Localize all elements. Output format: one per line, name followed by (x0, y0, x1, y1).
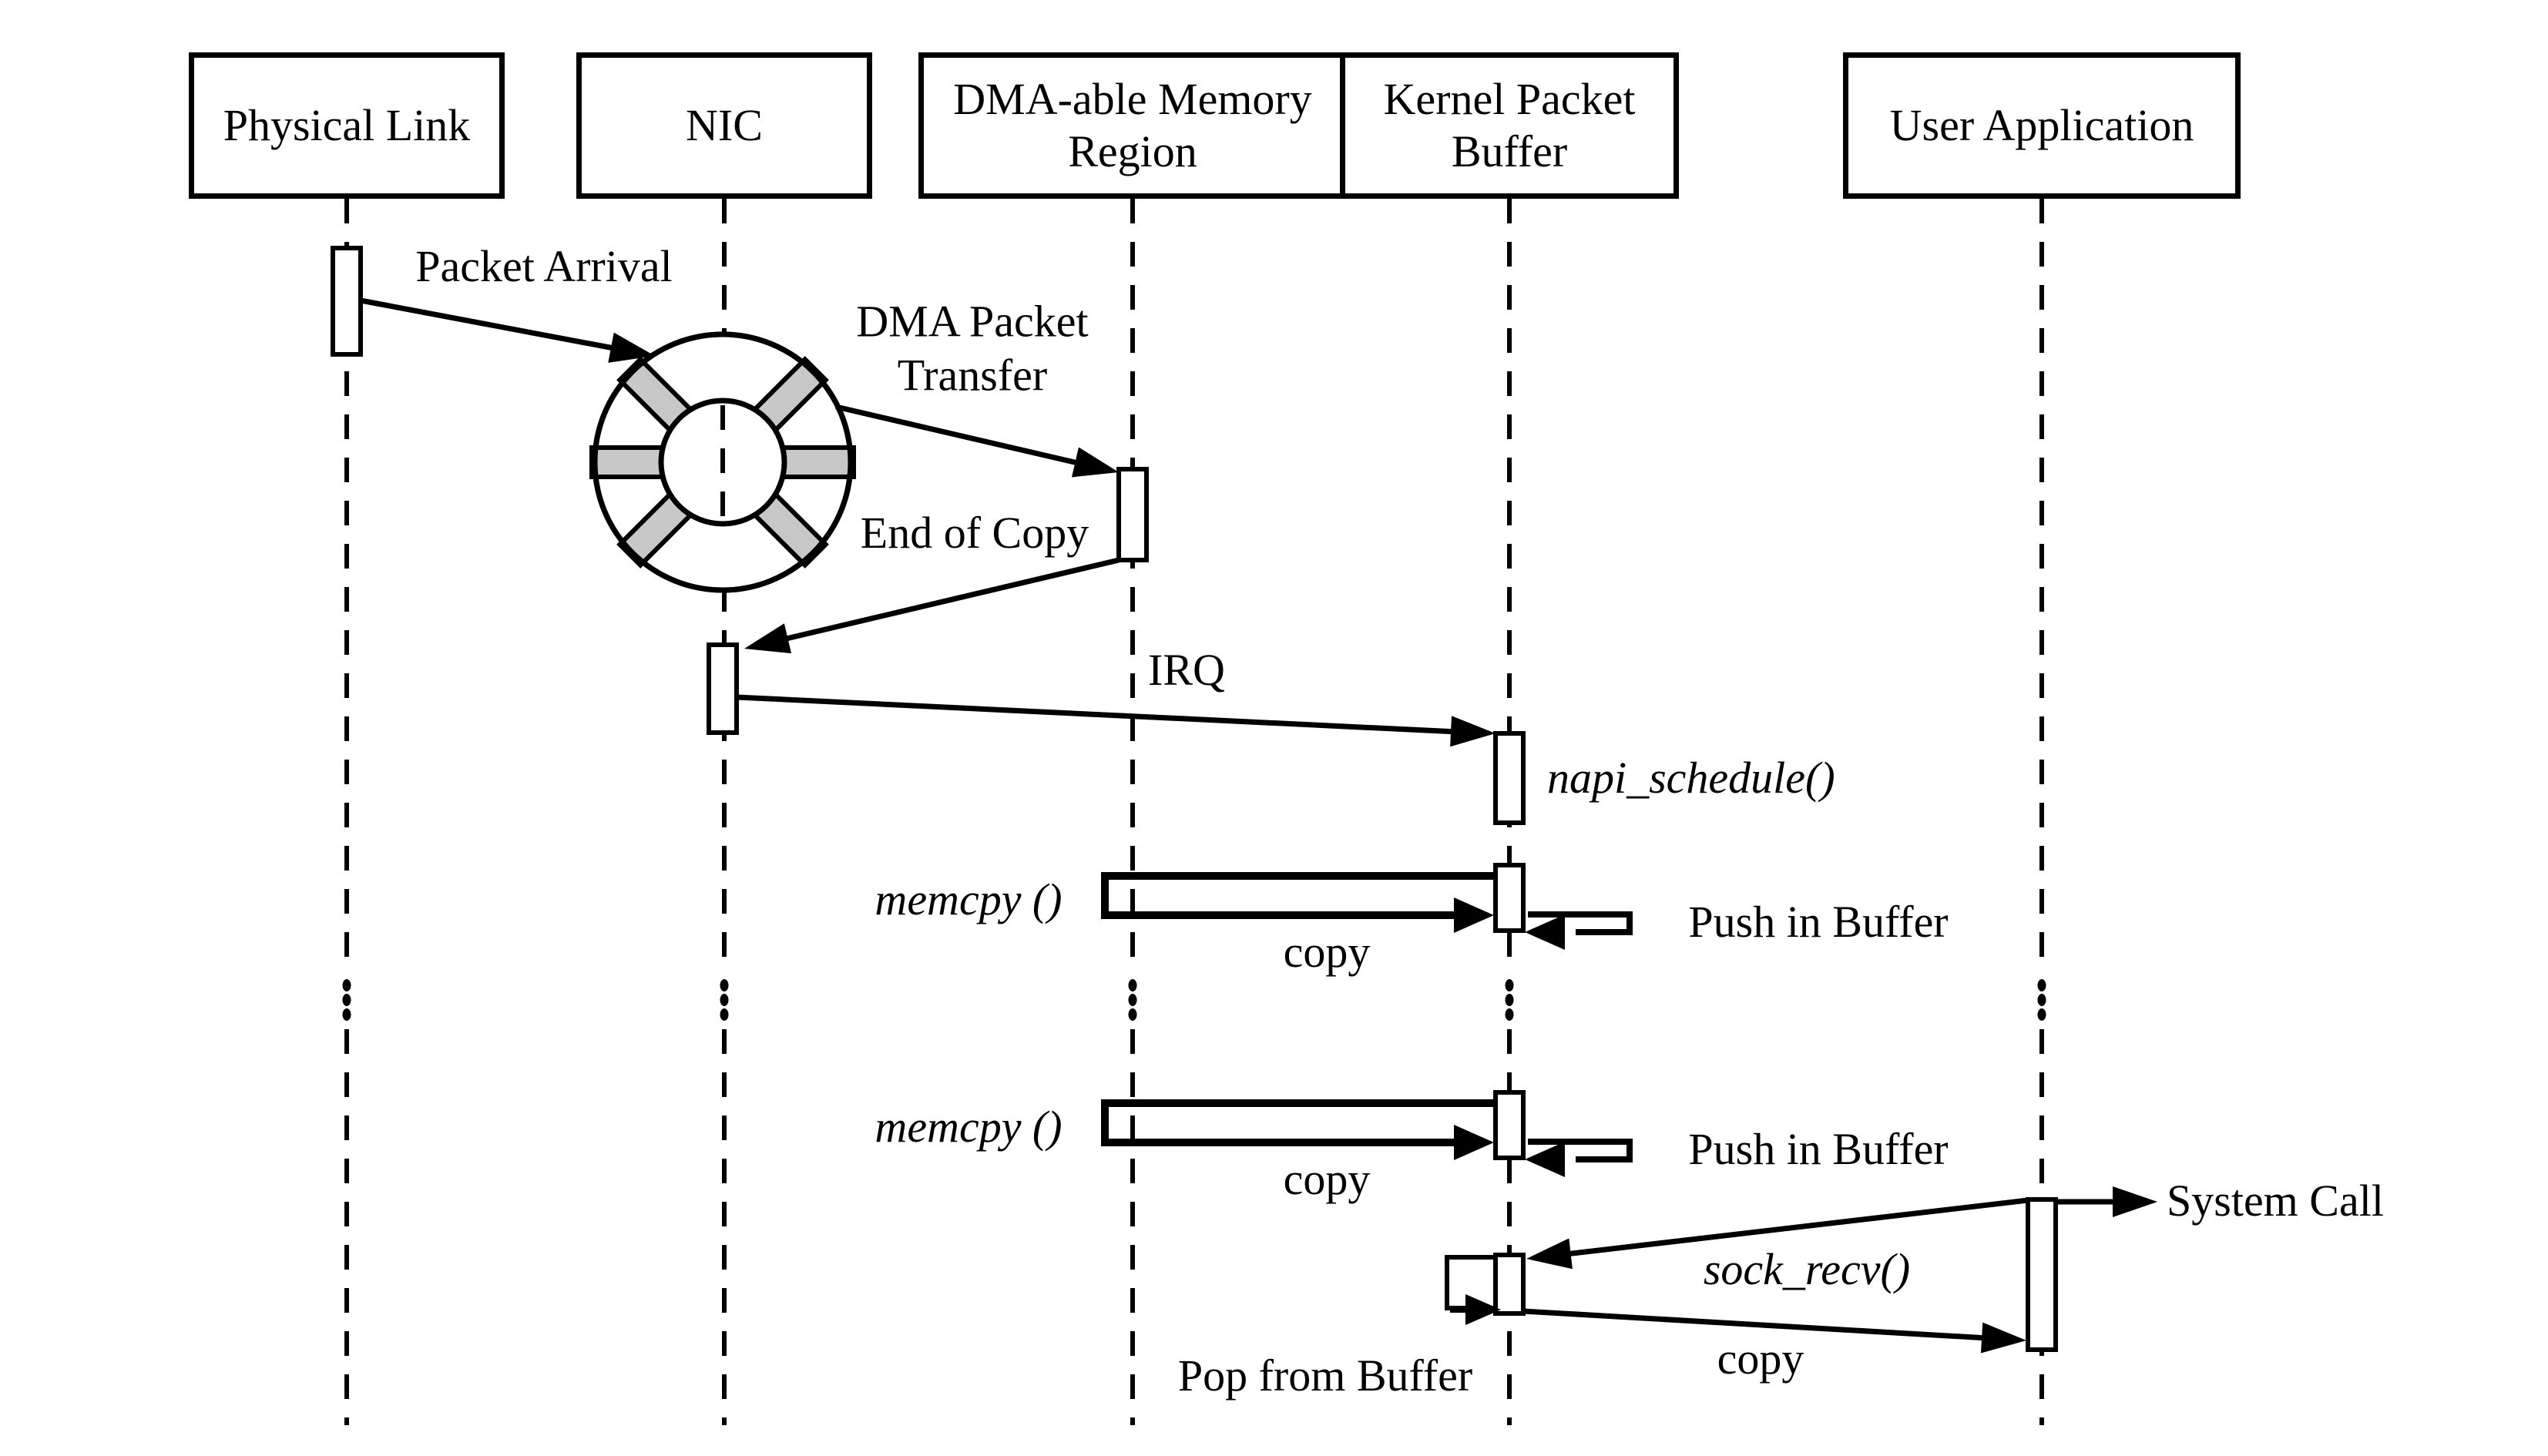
label-copy-2: copy (1283, 1154, 1371, 1205)
message-arrowheads (608, 332, 2157, 1354)
label-push-in-buffer-2: Push in Buffer (1688, 1124, 1949, 1175)
push-in-buffer-arrow-2 (1528, 1139, 1633, 1162)
label-copy-3: copy (1717, 1334, 1804, 1384)
memcpy-copy-arrow-2 (1101, 1099, 1496, 1146)
arrowhead-copy-to-user (1980, 1322, 2026, 1354)
memcpy-copy-arrow-1 (1101, 872, 1496, 919)
arrowhead-pop (1465, 1294, 1501, 1325)
arrow-sock-recv (1565, 1197, 2029, 1257)
arrowhead-push-1 (1525, 914, 1565, 950)
arrowhead-memcpy-1 (1454, 897, 1494, 933)
label-irq: IRQ (1148, 645, 1225, 696)
lifeline-label: User Application (1889, 99, 2194, 150)
activation-kernel-napi (1493, 731, 1526, 825)
push-block-arrows (1528, 911, 1633, 1162)
arrowhead-end-of-copy (744, 623, 792, 654)
block-arrowheads (1454, 897, 1565, 1177)
label-napi-schedule: napi_schedule() (1547, 753, 1835, 803)
activation-nic (707, 642, 739, 735)
pop-mini-arrow (1450, 1294, 1501, 1325)
push-in-buffer-arrow-1 (1528, 911, 1633, 935)
arrow-dma-packet-transfer (835, 404, 1082, 467)
lifeline-box-dma-region: DMA-able Memory Region (918, 52, 1347, 199)
memcpy-block-arrows (1101, 872, 1496, 1146)
activation-bars (331, 246, 2058, 1352)
label-end-of-copy: End of Copy (860, 508, 1089, 559)
lifeline-label: Physical Link (223, 99, 471, 150)
label-system-call: System Call (2167, 1176, 2384, 1226)
activation-kernel-memcpy-1 (1493, 863, 1526, 933)
label-dma-packet-transfer: DMA Packet Transfer (856, 296, 1089, 400)
lifeline-box-user-app: User Application (1843, 52, 2241, 199)
activation-physical-link (331, 246, 363, 357)
activation-user-app (2026, 1197, 2058, 1352)
arrowhead-irq (1450, 716, 1496, 747)
label-push-in-buffer-1: Push in Buffer (1688, 897, 1949, 948)
lifeline-label: Kernel Packet Buffer (1383, 73, 1636, 176)
arrowhead-dma-packet-transfer (1071, 447, 1119, 478)
lifelines (344, 199, 2044, 1425)
lifeline-ellipsis-dots (342, 979, 2046, 1021)
arrow-packet-arrival (360, 297, 619, 352)
label-copy-1: copy (1283, 927, 1371, 978)
arrowhead-sock-recv (1526, 1238, 1573, 1270)
label-packet-arrival: Packet Arrival (415, 241, 673, 292)
label-memcpy-2: memcpy () (875, 1102, 1063, 1152)
lifeline-box-nic: NIC (576, 52, 872, 199)
activation-kernel-pop (1493, 1253, 1526, 1316)
arrow-end-of-copy (779, 557, 1120, 643)
arrow-irq (736, 694, 1459, 735)
label-sock-recv: sock_recv() (1703, 1244, 1911, 1295)
lifeline-label: NIC (686, 99, 763, 150)
label-memcpy-1: memcpy () (875, 874, 1063, 925)
arrow-copy-to-user (1522, 1308, 1989, 1341)
ring-buffer-icon (589, 331, 856, 593)
arrowhead-system-call (2113, 1186, 2157, 1217)
lifeline-label: DMA-able Memory Region (953, 73, 1312, 176)
activation-dma-region (1116, 467, 1149, 562)
arrowhead-packet-arrival (608, 332, 655, 363)
lifeline-box-physical-link: Physical Link (189, 52, 505, 199)
arrowhead-memcpy-2 (1454, 1125, 1494, 1160)
lifeline-box-kernel-buffer: Kernel Packet Buffer (1340, 52, 1679, 199)
arrowhead-push-2 (1525, 1142, 1565, 1177)
message-arrows (360, 297, 2120, 1341)
activation-kernel-memcpy-2 (1493, 1090, 1526, 1160)
label-pop-from-buffer: Pop from Buffer (1177, 1350, 1473, 1401)
